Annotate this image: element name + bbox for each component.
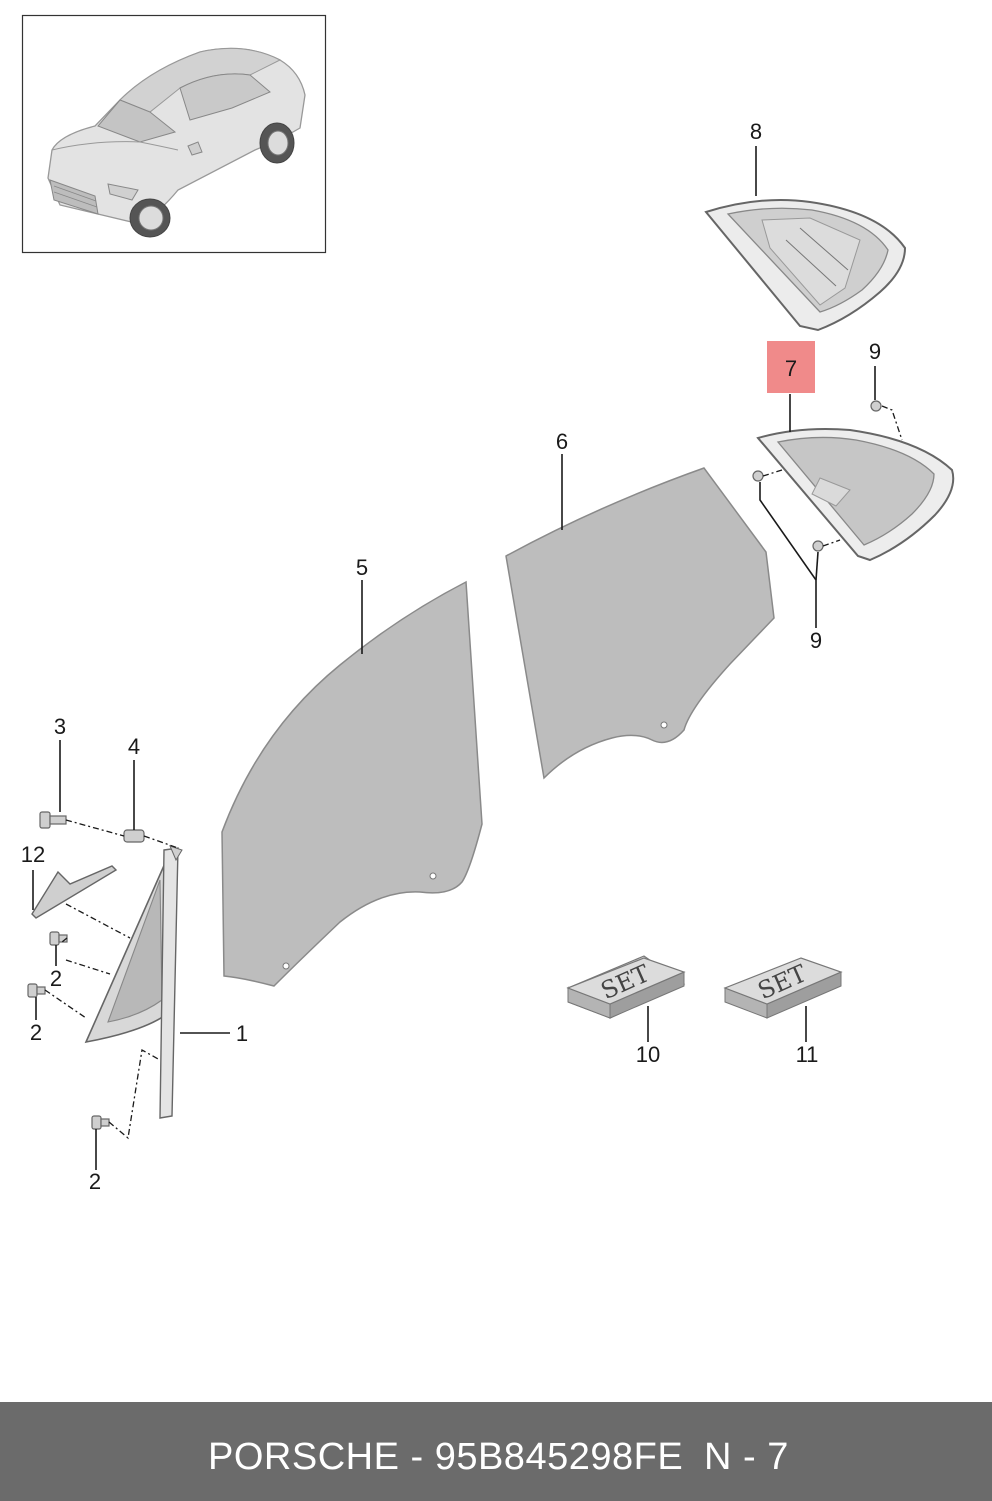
callouts: 8 7 9 9 6 5 3 4 12 1 2 2 2 10 11	[21, 119, 881, 1194]
footer-part-number: PORSCHE - 95B845298FE	[208, 1436, 684, 1478]
part-7-quarter-glass	[756, 428, 955, 562]
footer-bar: PORSCHE - 95B845298FE N - 7	[0, 1402, 992, 1501]
callout-12: 12	[21, 842, 45, 867]
part-5-hole-1	[429, 872, 437, 880]
callout-3: 3	[54, 714, 66, 739]
parts-diagram: SET SET 8 7 9 9 6 5 3 4 12 1 2 2 2 10 11	[21, 14, 955, 1194]
fastener-9-left	[752, 470, 764, 482]
fastener-3	[39, 811, 67, 829]
fastener-2c	[91, 1115, 110, 1130]
part-1-fixed-triangle-glass	[84, 845, 183, 1119]
callout-9-top: 9	[869, 339, 881, 364]
part-8-quarter-window-assembly	[704, 198, 907, 332]
assembly-lines	[44, 405, 903, 1140]
callout-4: 4	[128, 734, 140, 759]
part-5-front-door-glass	[221, 580, 483, 987]
part-6-hole	[660, 721, 668, 729]
fastener-9-bottom	[812, 540, 824, 552]
vehicle-overview-inset	[21, 14, 327, 254]
callout-1: 1	[236, 1021, 248, 1046]
part-11-set-box: SET	[723, 957, 843, 1019]
callout-7: 7	[785, 356, 797, 381]
leader-lines	[32, 146, 876, 1170]
part-10-set-box: SET	[566, 955, 686, 1019]
highlight-callout-7	[767, 341, 815, 393]
fastener-2b	[27, 983, 46, 998]
part-6-rear-door-glass	[505, 467, 775, 780]
callout-2c: 2	[89, 1169, 101, 1194]
footer-reference: N - 7	[704, 1436, 789, 1478]
callout-10: 10	[636, 1042, 660, 1067]
fastener-4	[123, 829, 145, 843]
part-12-trim-piece	[31, 865, 118, 919]
callout-2a: 2	[50, 966, 62, 991]
car-illustration	[47, 47, 306, 238]
callout-5: 5	[356, 555, 368, 580]
callout-2b: 2	[30, 1020, 42, 1045]
callout-9-bottom: 9	[810, 628, 822, 653]
fastener-2a	[49, 931, 68, 946]
fastener-9-top	[870, 400, 882, 412]
callout-11: 11	[796, 1042, 819, 1067]
callout-8: 8	[750, 119, 762, 144]
callout-6: 6	[556, 429, 568, 454]
part-5-hole-2	[282, 962, 290, 970]
